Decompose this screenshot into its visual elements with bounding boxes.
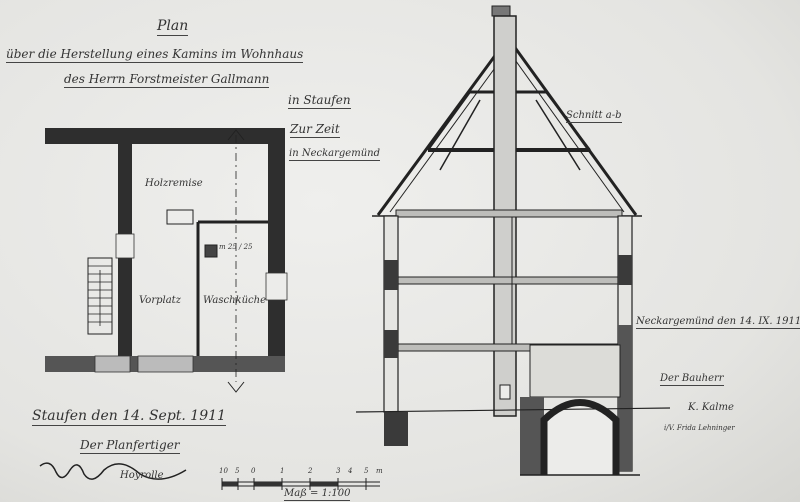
section-label: Schnitt a-b xyxy=(566,110,622,123)
title-plan: Plan xyxy=(157,18,189,36)
scale-tick-6: 4 xyxy=(348,467,353,475)
scale-bar xyxy=(221,478,380,490)
scale-tick-unit: m xyxy=(376,467,383,475)
scale-tick-0: 10 xyxy=(219,467,228,475)
planfertiger-signature: Hoyrolle xyxy=(120,470,164,481)
title-line-2: über die Herstellung eines Kamins im Woh… xyxy=(6,47,304,63)
planfertiger-label: Der Planfertiger xyxy=(80,438,180,454)
bauherr-signature-1: K. Kalme xyxy=(688,402,734,413)
title-line-4: in Staufen xyxy=(288,93,351,109)
chimney-dimension: m 25 / 25 xyxy=(219,243,253,251)
scale-tick-4: 2 xyxy=(308,467,313,475)
section-drawing xyxy=(355,5,671,476)
planner-place-date: Staufen den 14. Sept. 1911 xyxy=(32,408,226,426)
room-label-vorplatz: Vorplatz xyxy=(139,295,181,306)
floor-plan xyxy=(45,128,288,393)
bauherr-signature-2: i/V. Frida Lehninger xyxy=(664,424,735,432)
scale-tick-1: 5 xyxy=(235,467,240,475)
scale-tick-3: 1 xyxy=(280,467,285,475)
title-line-5: Zur Zeit xyxy=(290,122,340,138)
bauherr-label: Der Bauherr xyxy=(660,373,724,386)
planner-signature-mark xyxy=(39,462,187,480)
scale-label: Maß = 1:100 xyxy=(284,488,351,501)
builder-place-date: Neckargemünd den 14. IX. 1911 xyxy=(636,316,800,329)
scale-tick-7: 5 xyxy=(364,467,369,475)
room-label-waschkueche: Waschküche xyxy=(203,295,267,306)
scale-tick-5: 3 xyxy=(336,467,341,475)
room-label-holzremise: Holzremise xyxy=(145,178,203,189)
title-line-3: des Herrn Forstmeister Gallmann xyxy=(64,72,270,88)
title-line-6: in Neckargemünd xyxy=(289,148,380,161)
scale-tick-2: 0 xyxy=(251,467,256,475)
